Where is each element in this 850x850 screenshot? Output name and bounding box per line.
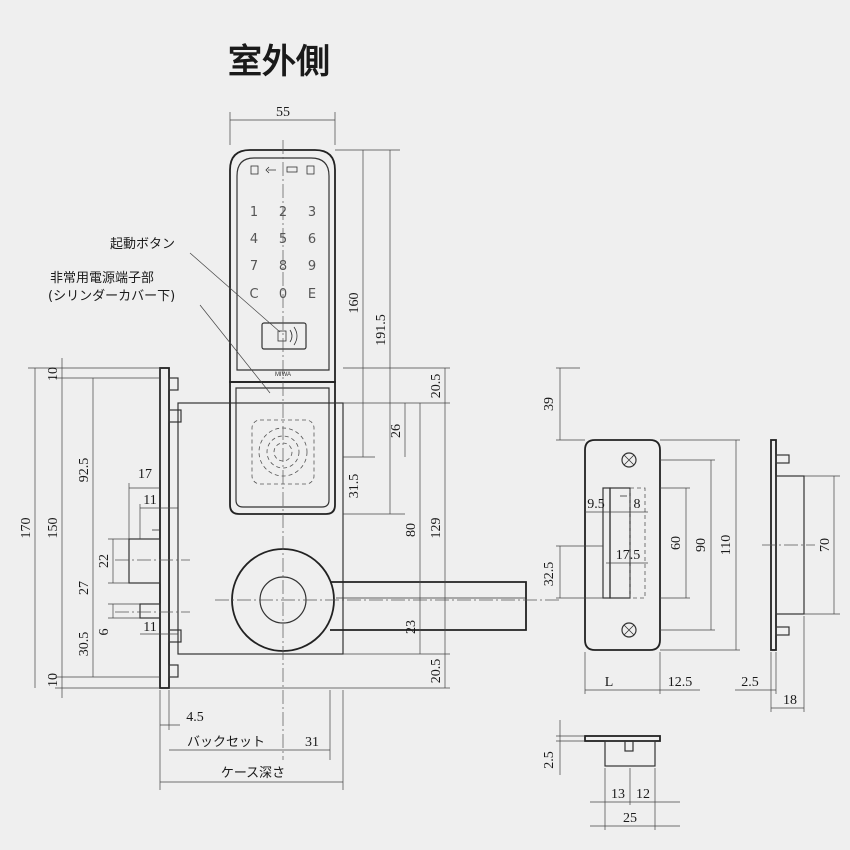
bottom-view-dimensions [556, 720, 680, 830]
dim-bottom-12: 12 [636, 787, 650, 802]
dim-10-top: 10 [46, 367, 61, 381]
dim-92-5: 92.5 [77, 458, 92, 483]
key-c[interactable]: C [249, 287, 258, 302]
dim-30-5: 30.5 [77, 632, 92, 657]
status-icons [250, 165, 315, 175]
dim-strike-110: 110 [719, 535, 734, 555]
dimension-lines [28, 112, 450, 790]
dim-4-5: 4.5 [186, 710, 204, 725]
emergency-terminal-callout: 非常用電源端子部 [50, 271, 154, 286]
dim-80: 80 [404, 523, 419, 537]
key-4[interactable]: 4 [250, 232, 258, 247]
dim-strike-32-5: 32.5 [542, 562, 557, 587]
emergency-terminal-callout-sub: (シリンダーカバー下) [48, 289, 175, 304]
dim-160: 160 [347, 293, 362, 314]
faceplate-profile [128, 367, 182, 689]
dim-strike-90: 90 [694, 538, 709, 552]
dim-170: 170 [19, 518, 34, 539]
dim-17: 17 [138, 467, 152, 482]
dim-bottom-20-5: 20.5 [429, 659, 444, 684]
dim-bottom-2-5: 2.5 [542, 751, 557, 769]
strike-side-view [762, 439, 815, 651]
dim-front-width: 55 [276, 105, 290, 120]
cylinder-cover [229, 381, 336, 515]
door-case [177, 402, 344, 655]
start-button-leader [189, 252, 281, 333]
key-8[interactable]: 8 [279, 259, 287, 274]
emergency-terminal-leader [199, 304, 271, 394]
dim-cover-top: 20.5 [429, 374, 444, 399]
dim-22: 22 [97, 554, 112, 568]
key-7[interactable]: 7 [250, 259, 258, 274]
dim-23: 23 [404, 620, 419, 634]
page-title: 室外側 [228, 42, 330, 81]
side-view-dimensions [735, 475, 840, 712]
dim-31: 31 [305, 735, 319, 750]
dim-case-depth: ケース深さ [221, 766, 285, 781]
strike-plate [584, 439, 661, 651]
brand-label: MIWA [275, 372, 291, 378]
key-e[interactable]: E [308, 287, 316, 302]
keypad-unit: 1 2 3 4 5 6 7 8 9 C 0 E MIWA [229, 149, 336, 383]
dim-side-18: 18 [783, 693, 797, 708]
dim-26: 26 [389, 424, 404, 438]
dim-strike-8: 8 [634, 497, 641, 512]
key-3[interactable]: 3 [308, 205, 316, 220]
dim-11-top: 11 [143, 493, 156, 508]
dim-11-bottom: 11 [143, 620, 156, 635]
key-9[interactable]: 9 [308, 259, 316, 274]
dim-side-2-5: 2.5 [741, 675, 759, 690]
strike-bottom-view [584, 735, 661, 767]
start-button-callout: 起動ボタン [110, 237, 175, 252]
dim-129: 129 [429, 518, 444, 539]
dim-strike-17-5: 17.5 [616, 548, 641, 563]
dim-31-5: 31.5 [347, 474, 362, 499]
key-6[interactable]: 6 [308, 232, 316, 247]
dim-bottom-25: 25 [623, 811, 637, 826]
center-lines [115, 140, 560, 760]
dim-side-70: 70 [818, 538, 833, 552]
dim-191-5: 191.5 [374, 314, 389, 346]
dim-strike-12-5: 12.5 [668, 675, 693, 690]
dim-strike-9-5: 9.5 [587, 497, 605, 512]
dim-27: 27 [77, 581, 92, 595]
dim-150: 150 [46, 518, 61, 539]
dim-bottom-13: 13 [611, 787, 625, 802]
dim-strike-L: L [605, 675, 614, 690]
strike-dimensions [556, 367, 740, 694]
start-button[interactable] [261, 322, 307, 350]
dim-10-bottom: 10 [46, 673, 61, 687]
dim-backset: バックセット [187, 735, 265, 750]
key-1[interactable]: 1 [250, 205, 258, 220]
dim-strike-39: 39 [542, 397, 557, 411]
dim-6: 6 [97, 629, 112, 636]
dim-strike-60: 60 [669, 536, 684, 550]
